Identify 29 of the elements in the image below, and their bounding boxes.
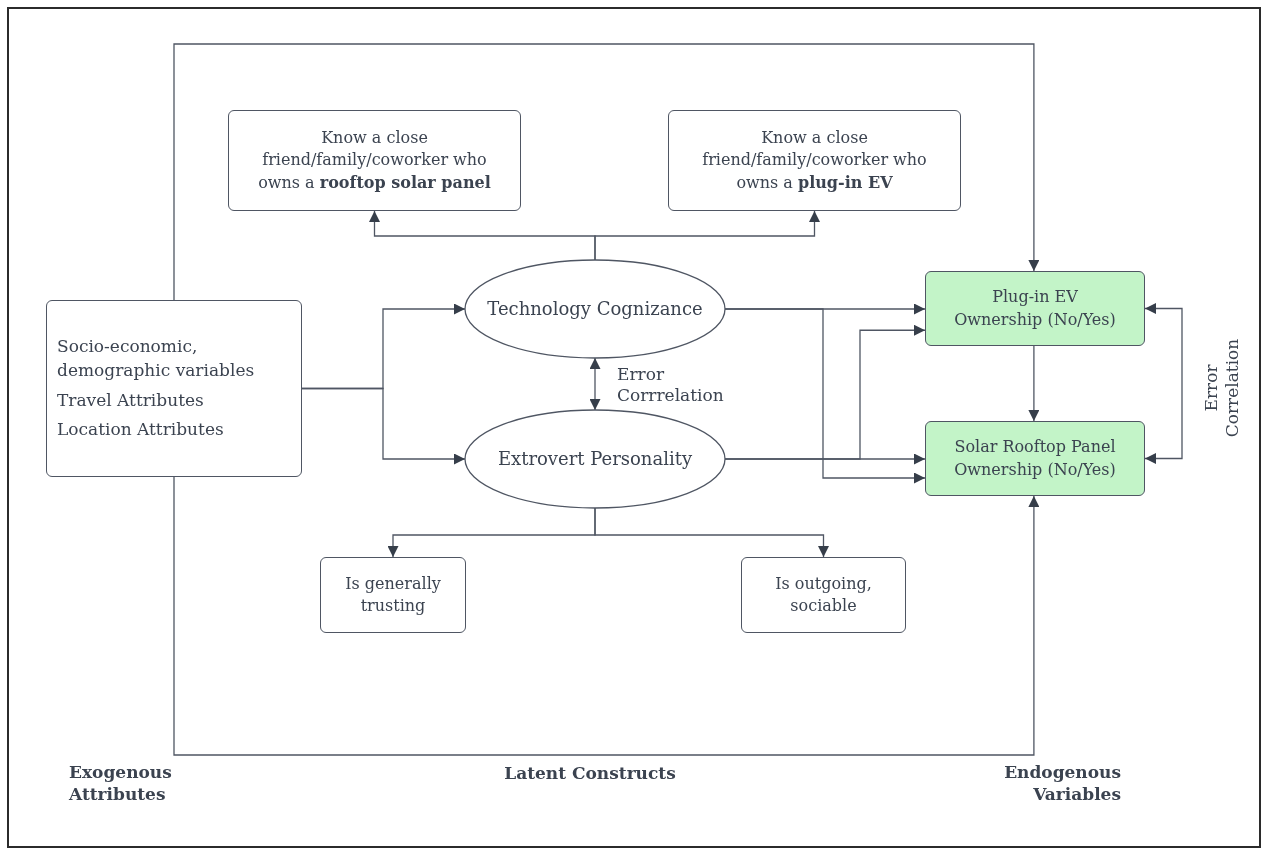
outcome-box (925, 271, 1145, 346)
arrow (173, 43, 1040, 301)
arrow (1144, 303, 1183, 464)
node-text: Know a close friend/family/coworker who owns a rooftop solar panel (257, 126, 492, 194)
section-label: Endogenous Variables (1003, 761, 1121, 806)
section-label: Latent Constructs (503, 762, 677, 785)
node-text: Plug-in EV Ownership (No/Yes) (953, 286, 1117, 331)
arrow (594, 210, 820, 261)
node-text: Know a close friend/family/coworker who owns a plug-in EV (701, 126, 928, 194)
node-text: Is outgoing, sociable (774, 572, 873, 617)
node-text: Travel Attributes (57, 388, 204, 412)
node-text: Is generally trusting (344, 572, 442, 617)
process-box (46, 300, 302, 477)
process-box (668, 110, 961, 211)
arrow (173, 476, 1040, 756)
process-box (741, 557, 906, 633)
node-text: Solar Rooftop Panel Ownership (No/Yes) (953, 436, 1117, 481)
node-text: Extrovert Personality (497, 447, 693, 472)
arrow (594, 507, 829, 558)
arrow (589, 357, 601, 411)
process-box (320, 557, 466, 633)
arrow (301, 387, 466, 465)
process-box (228, 110, 521, 211)
node-text: Socio-economic, demographic variables (57, 334, 256, 382)
outcome-box (925, 421, 1145, 496)
node-text: Location Attributes (57, 418, 224, 442)
section-label: Exogenous Attributes (69, 761, 173, 806)
arrow (1028, 345, 1040, 422)
node-text: Technology Cognizance (487, 297, 703, 322)
